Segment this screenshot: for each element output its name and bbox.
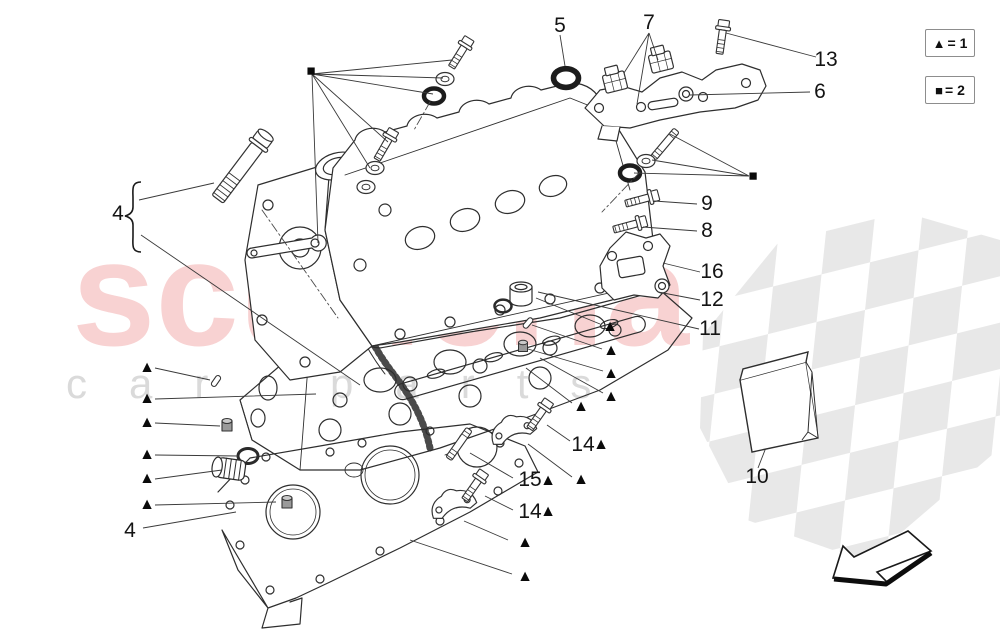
leader-lines <box>138 32 817 575</box>
threaded-plug-left <box>210 455 247 482</box>
injector-rail <box>394 315 646 401</box>
checkered-flag-watermark <box>700 212 1000 562</box>
camshaft-seal-5 <box>554 69 579 88</box>
cover-washer-mid <box>365 160 385 176</box>
direction-arrow <box>831 530 933 587</box>
cup-plug-11 <box>509 281 533 307</box>
stud-upper-right <box>650 127 680 161</box>
gasket-kit-envelope <box>739 351 819 453</box>
engine-mount-bracket <box>584 63 767 142</box>
callout-4-brace <box>124 181 142 253</box>
solenoid-sensor-right <box>645 43 675 74</box>
bracket-bolt-13 <box>711 18 733 56</box>
axis-lines <box>261 101 641 319</box>
cylinder-head-block <box>239 289 693 471</box>
cover-grommet-mid <box>356 179 376 195</box>
washer-upper-right <box>636 153 656 169</box>
support-bracket-16 <box>599 231 671 301</box>
cover-washer-top <box>435 71 455 87</box>
head-gasket <box>217 423 539 629</box>
plug-right <box>517 339 529 353</box>
core-plug-gasket <box>281 494 293 509</box>
valve-cover <box>324 82 659 347</box>
engine-assembly-drawing <box>208 18 767 629</box>
cover-grommet-top <box>424 89 444 104</box>
cover-screw-top <box>444 33 477 72</box>
plug-left <box>221 417 233 432</box>
